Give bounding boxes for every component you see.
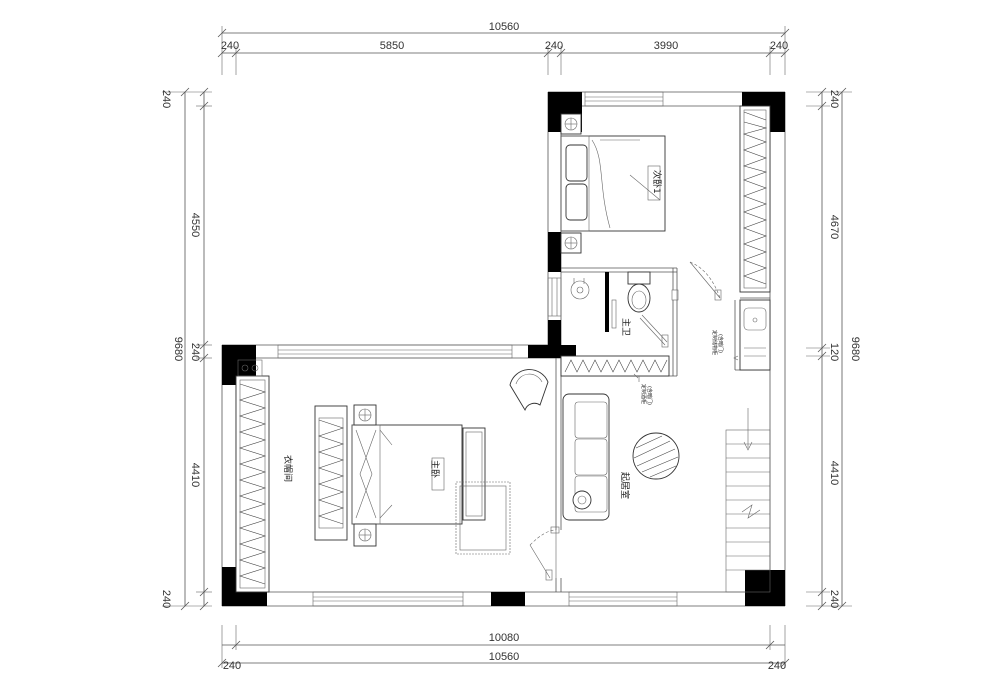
wine-cabinet xyxy=(560,355,670,377)
sofa xyxy=(562,393,610,521)
right-seg-2-dimension: 4670 xyxy=(828,215,840,239)
bathroom-fixtures xyxy=(570,271,669,348)
top-seg-1-dimension: 240 xyxy=(221,40,239,52)
left-seg-4-dimension: 4410 xyxy=(189,463,201,487)
top-total-dimension: 10560 xyxy=(489,21,520,33)
left-seg-1-dimension: 240 xyxy=(160,90,172,108)
bottom-total-dimension: 10560 xyxy=(489,651,520,663)
master-nightstands xyxy=(353,404,377,547)
bench xyxy=(462,427,486,521)
bottom-seg-left-dimension: 240 xyxy=(223,660,241,672)
left-seg-2-dimension: 4550 xyxy=(189,213,201,237)
wine-cabinet-note-line2: (含暗门) xyxy=(646,386,653,405)
left-seg-5-dimension: 240 xyxy=(160,590,172,608)
bottom-dimensions: 10080 10560 240 240 xyxy=(217,625,790,672)
doors xyxy=(529,261,722,581)
storage-cabinet xyxy=(733,299,771,371)
right-seg-3-dimension: 120 xyxy=(828,343,840,361)
walls xyxy=(221,91,786,607)
bottom-seg-right-dimension: 240 xyxy=(768,660,786,672)
second-bedroom-nightstands xyxy=(560,113,582,254)
left-total-dimension: 9680 xyxy=(172,337,184,361)
second-bedroom-label: 次卧1 xyxy=(651,170,663,194)
top-seg-3-dimension: 240 xyxy=(545,40,563,52)
left-dimensions: 9680 240 4550 240 4410 240 xyxy=(160,87,212,611)
master-bed xyxy=(351,424,463,525)
windows xyxy=(277,91,678,607)
right-seg-4-dimension: 4410 xyxy=(828,461,840,485)
stairs xyxy=(725,408,771,593)
bathroom-label: 主卫 xyxy=(620,318,632,336)
right-seg-5-dimension: 240 xyxy=(828,590,840,608)
master-bedroom-label: 主卧 xyxy=(429,460,441,478)
second-bedroom-bed xyxy=(560,135,666,232)
round-table xyxy=(632,432,680,480)
wardrobe-label: 衣帽间 xyxy=(282,455,294,482)
armchair xyxy=(509,369,549,412)
rug xyxy=(455,481,511,555)
right-dimensions: 240 4670 120 4410 240 9680 xyxy=(806,87,861,611)
wardrobe-right xyxy=(739,105,771,293)
tv-cabinet xyxy=(314,405,348,541)
wine-cabinet-note-line1: 定制酒柜 xyxy=(640,384,647,404)
right-total-dimension: 9680 xyxy=(849,337,861,361)
top-seg-4-dimension: 3990 xyxy=(654,40,678,52)
storage-cabinet-note-line2: (含暗门) xyxy=(717,334,724,353)
top-seg-2-dimension: 5850 xyxy=(380,40,404,52)
top-seg-5-dimension: 240 xyxy=(770,40,788,52)
storage-cabinet-note-line1: 定制储物柜 xyxy=(711,330,718,355)
wardrobe-left xyxy=(235,359,270,593)
top-dimensions: 10560 240 5850 240 3990 240 xyxy=(217,21,790,75)
left-seg-3-dimension: 240 xyxy=(189,343,201,361)
right-seg-1-dimension: 240 xyxy=(828,90,840,108)
bottom-inner-dimension: 10080 xyxy=(489,632,520,644)
lounge-label: 起居室 xyxy=(619,472,631,499)
